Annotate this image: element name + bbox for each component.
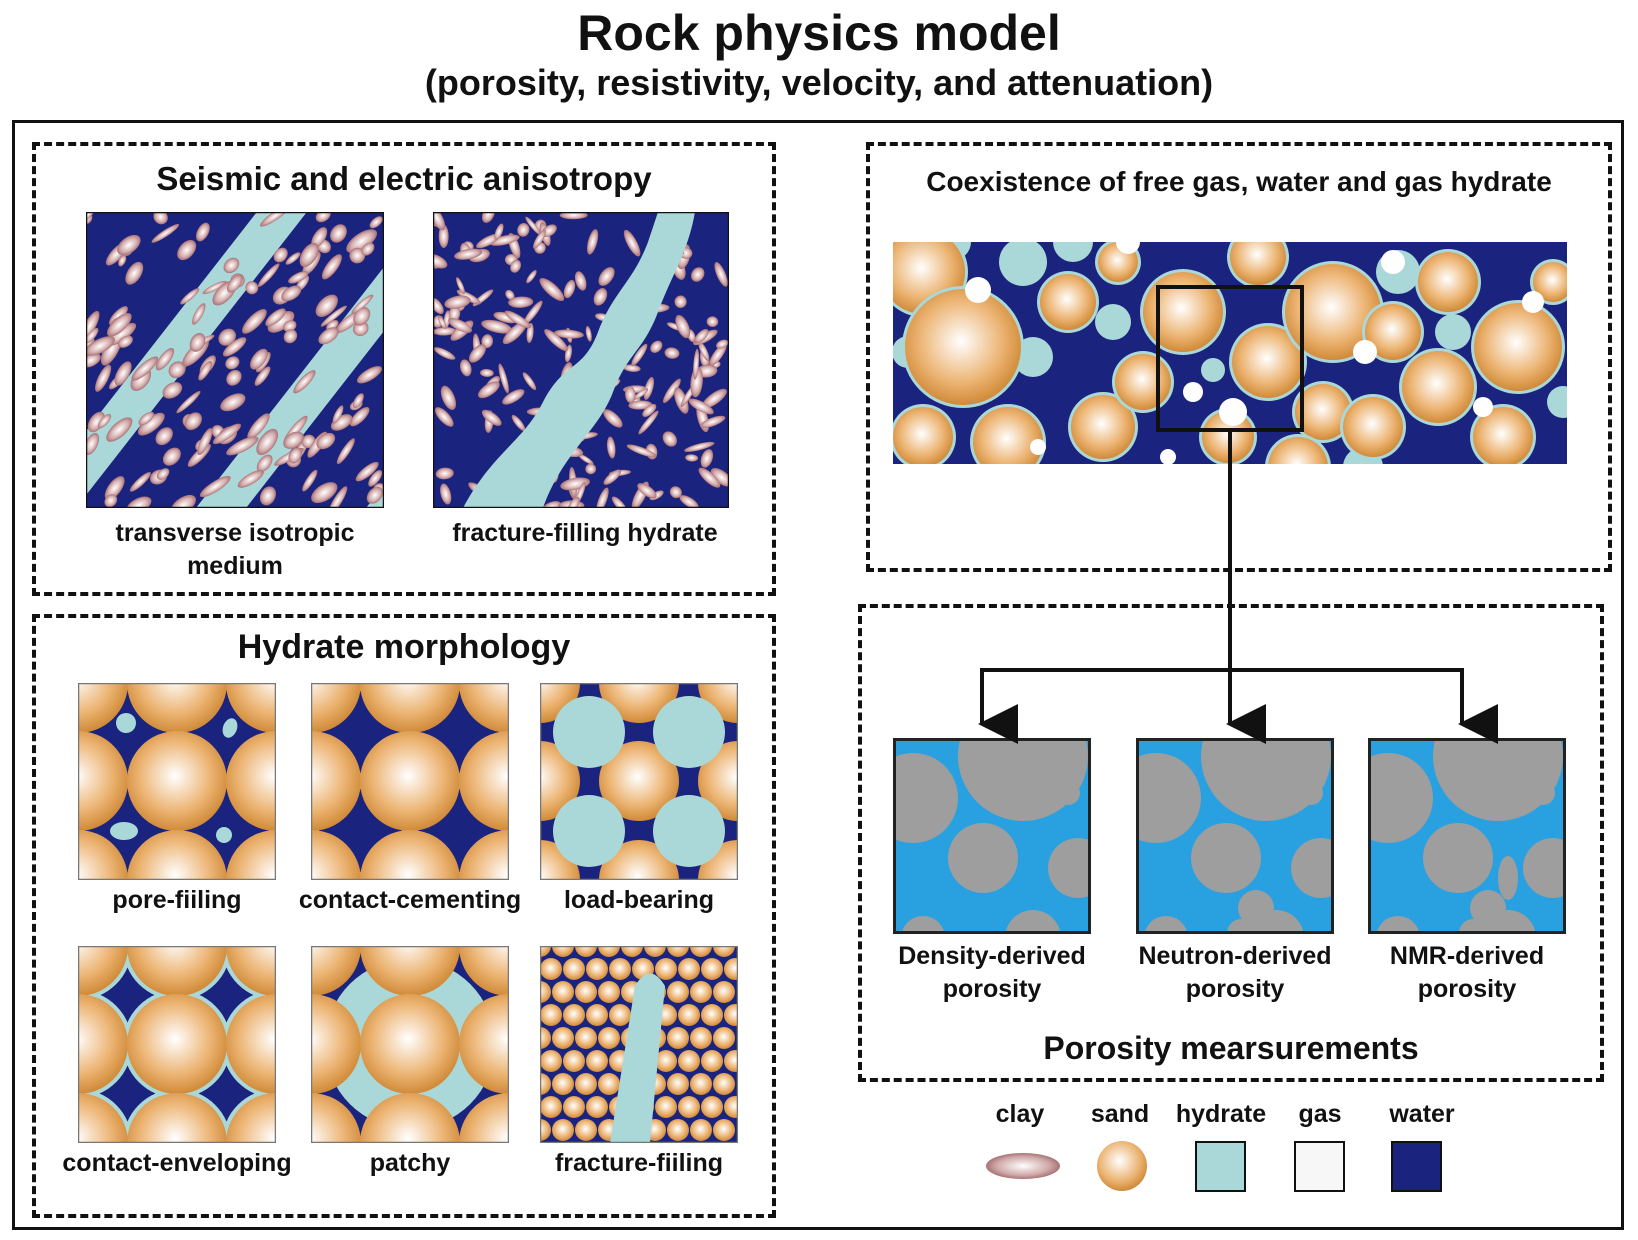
anisotropy-panel [32,142,776,596]
pore-filling-tile [78,683,276,880]
density-porosity-tile [893,738,1091,934]
caption-contact-enveloping: contact-enveloping [62,1149,292,1177]
caption-pore-filling: pore-fiiling [112,886,242,914]
caption-fracture-fiiling: fracture-fiiling [554,1149,724,1177]
morphology-panel [32,614,776,1218]
main-frame [12,120,1624,1230]
coexistence-image [893,242,1567,464]
legend-label-gas: gas [1298,1100,1342,1128]
legend-swatch-gas [1294,1141,1345,1192]
legend-label-sand: sand [1090,1100,1150,1128]
caption-nmr-porosity: NMR-derived porosity [1389,942,1545,1003]
nmr-porosity-tile [1368,738,1566,934]
legend-swatch-sand [1097,1141,1147,1191]
page-subtitle: (porosity, resistivity, velocity, and at… [424,62,1214,103]
caption-neutron-porosity: Neutron-derived porosity [1138,942,1332,1003]
contact-cementing-tile [311,683,509,880]
zoom-box [1156,285,1304,432]
neutron-porosity-tile [1136,738,1334,934]
fracture-fiiling-tile [540,946,738,1143]
fracture-filling-tile [433,212,729,508]
morphology-title: Hydrate morphology [237,628,571,666]
transverse-isotropic-tile [86,212,384,508]
porosity-title: Porosity mearsurements [1043,1030,1419,1066]
caption-load-bearing: load-bearing [563,886,714,914]
page-title: Rock physics model [577,5,1061,61]
load-bearing-tile [540,683,738,880]
legend-swatch-hydrate [1195,1141,1246,1192]
legend-label-water: water [1389,1100,1455,1128]
legend-swatches [986,1141,1442,1192]
legend-swatch-water [1391,1141,1442,1192]
caption-patchy: patchy [369,1149,451,1177]
contact-enveloping-tile [78,946,276,1143]
legend-label-clay: clay [995,1100,1045,1128]
legend-label-hydrate: hydrate [1175,1100,1267,1128]
anisotropy-title: Seismic and electric anisotropy [156,160,652,197]
caption-transverse-isotropic: transverse isotropic medium [115,519,355,580]
patchy-tile [311,946,509,1143]
caption-contact-cementing: contact-cementing [298,886,522,914]
caption-density-porosity: Density-derived porosity [898,942,1086,1003]
coexistence-panel [866,142,1612,572]
coexistence-title: Coexistence of free gas, water and gas h… [926,166,1552,197]
legend-swatch-clay [986,1153,1060,1179]
caption-fracture-filling-hydrate: fracture-filling hydrate [452,519,718,547]
